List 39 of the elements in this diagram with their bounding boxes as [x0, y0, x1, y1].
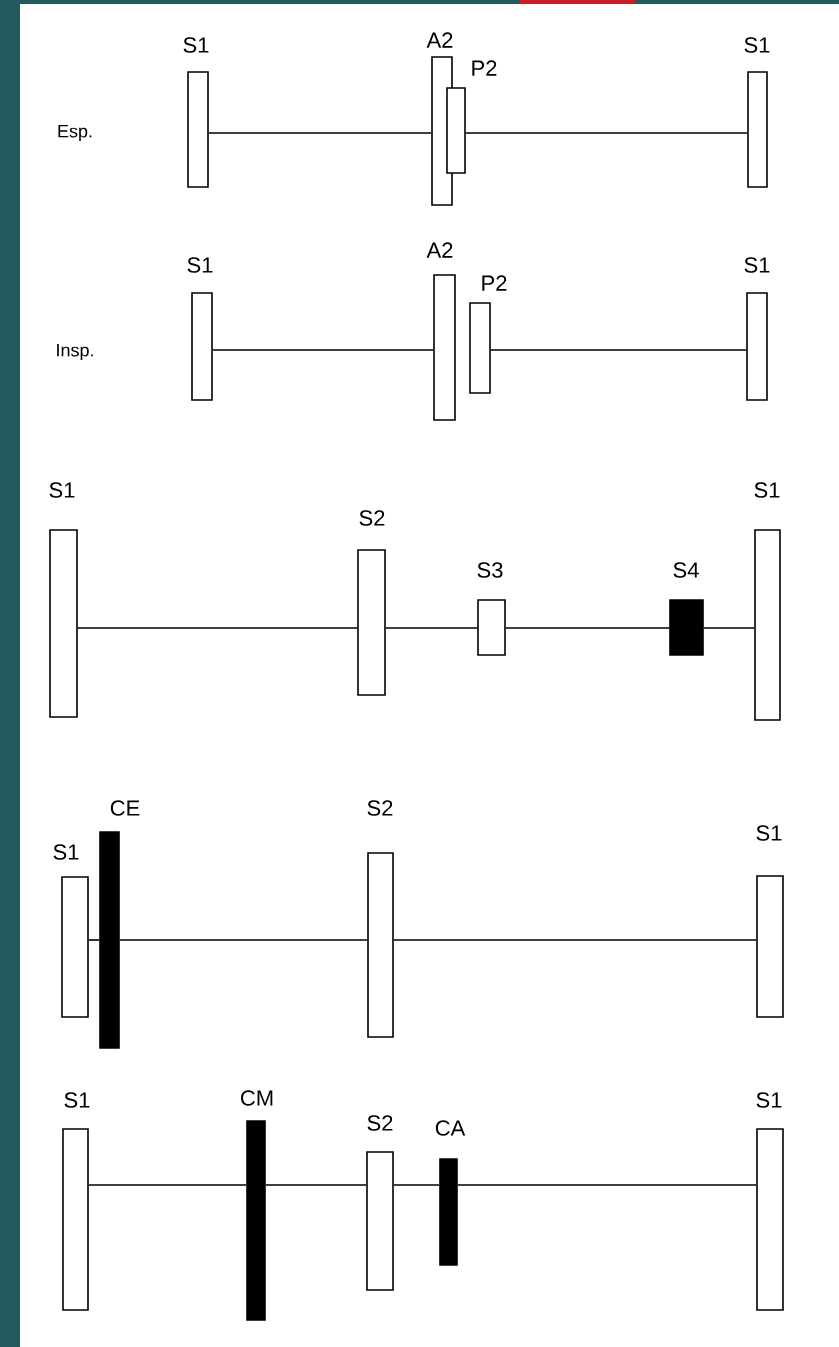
bar-label: S1 — [756, 1092, 782, 1108]
connecting-line — [88, 1184, 247, 1186]
bar-label: S1 — [183, 37, 209, 53]
connecting-line — [265, 1184, 367, 1186]
bar-label: S1 — [754, 482, 780, 498]
connecting-line — [703, 627, 755, 629]
bar-label: S1 — [53, 844, 79, 860]
row-label: Insp. — [57, 343, 93, 361]
bar-label: S1 — [744, 257, 770, 273]
bar-label: CE — [110, 800, 140, 816]
connecting-line — [393, 939, 757, 941]
connecting-line — [212, 349, 434, 351]
bar-label: S4 — [673, 562, 699, 578]
connecting-line — [505, 627, 670, 629]
connecting-line — [385, 627, 478, 629]
connecting-line — [77, 627, 358, 629]
connecting-line — [119, 939, 368, 941]
connecting-line — [88, 939, 100, 941]
row-label: Esp. — [58, 124, 92, 142]
bar-label: CM — [241, 1090, 273, 1106]
bar-label: S1 — [744, 37, 770, 53]
bar-label: S1 — [187, 257, 213, 273]
bar-label: S2 — [359, 510, 385, 526]
bar-label: S1 — [64, 1092, 90, 1108]
bar-label: A2 — [426, 32, 453, 48]
bar-label: S1 — [49, 482, 75, 498]
connecting-line — [465, 132, 748, 134]
bar-label: S2 — [367, 1115, 393, 1131]
bar-label: A2 — [426, 242, 453, 258]
bar-label: S1 — [756, 825, 782, 841]
bar-label: P2 — [482, 275, 507, 291]
connecting-line — [457, 1184, 757, 1186]
bar-label: CA — [435, 1120, 466, 1136]
bar-label: S3 — [477, 562, 503, 578]
connecting-line — [393, 1184, 440, 1186]
bar-label: S2 — [367, 800, 393, 816]
bar-label: P2 — [472, 60, 497, 76]
connecting-line — [208, 132, 432, 134]
connecting-line — [490, 349, 747, 351]
